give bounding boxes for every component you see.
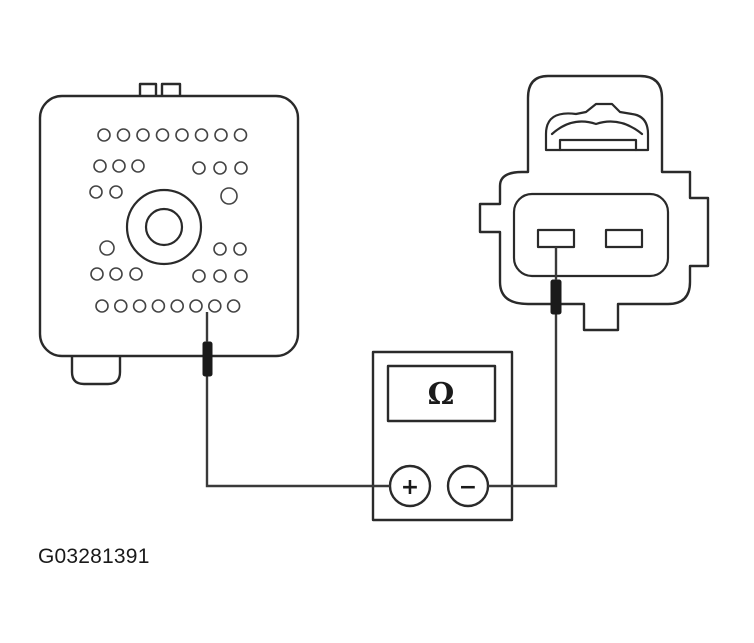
module-pin-24: [192, 269, 206, 283]
module-pin-3: [136, 128, 150, 142]
meter-display-symbol: Ω: [428, 377, 455, 412]
module-pin-9: [93, 159, 107, 173]
sensor-housing: [478, 74, 710, 332]
sensor-cavity: [512, 192, 670, 278]
module-center-boss-outer: [125, 188, 203, 266]
module-pin-31: [170, 299, 184, 313]
module-pin-32: [189, 299, 203, 313]
module-pin-19: [213, 242, 227, 256]
module-pin-5: [175, 128, 189, 142]
module-pin-18: [99, 240, 115, 256]
module-pin-16: [234, 161, 248, 175]
meter-negative-label: −: [459, 475, 477, 500]
module-pin-33: [208, 299, 222, 313]
module-pin-grid: [89, 128, 248, 313]
module-pin-8: [233, 128, 248, 142]
module-pin-30: [151, 299, 166, 313]
module-connector: [38, 82, 300, 386]
sensor-latch: [544, 102, 650, 152]
module-pin-25: [213, 269, 227, 283]
test-leads: [202, 247, 562, 488]
module-pin-27: [95, 299, 109, 313]
negative-test-lead: [488, 312, 558, 488]
sensor-latch-bar: [558, 138, 638, 152]
module-center-boss-inner: [144, 207, 184, 247]
sensor-connector: [478, 74, 710, 332]
sensor-latch-detail: [550, 120, 644, 136]
module-pin-2: [116, 128, 131, 142]
module-pin-6: [194, 128, 209, 142]
module-bottom-tab: [70, 350, 122, 386]
module-pin-12: [89, 185, 103, 199]
positive-test-lead: [205, 374, 390, 488]
module-pin-10: [112, 159, 126, 173]
module-pin-34: [226, 299, 241, 313]
meter-display: [386, 364, 497, 423]
figure-id-label: G03281391: [38, 545, 150, 568]
module-pin-21: [90, 267, 104, 281]
module-pin-15: [213, 161, 227, 175]
positive-probe-tip: [202, 341, 213, 377]
module-pin-1: [97, 128, 111, 142]
module-pin-13: [109, 185, 123, 199]
module-pin-23: [129, 267, 143, 281]
module-pin-14: [192, 161, 206, 175]
module-pin-11: [131, 159, 145, 173]
negative-probe-tip: [550, 279, 562, 315]
sensor-terminal-2: [604, 228, 644, 249]
module-pin-22: [109, 267, 123, 281]
module-pin-17: [220, 187, 238, 205]
module-pin-26: [234, 269, 248, 283]
module-pin-7: [214, 128, 228, 142]
module-pin-28: [114, 299, 128, 313]
module-pin-20: [233, 242, 247, 256]
module-pin-4: [155, 128, 170, 142]
ohmmeter: Ω + −: [371, 350, 514, 522]
meter-positive-label: +: [401, 475, 419, 500]
module-pin-29: [132, 299, 147, 313]
